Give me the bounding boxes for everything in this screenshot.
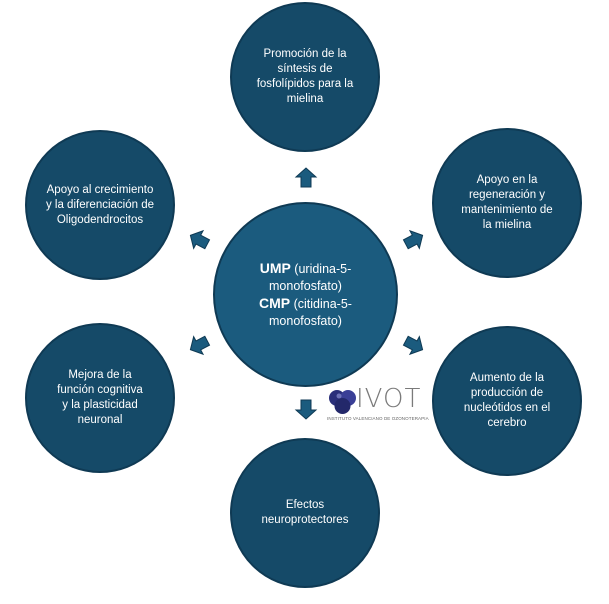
center-line-3: CMP (citidina-5- bbox=[245, 295, 366, 313]
ivot-logo-subtitle: INSTITUTO VALENCIANO DE OZONOTERAPIA bbox=[327, 416, 429, 421]
node-bottom: Efectos neuroprotectores bbox=[230, 438, 380, 588]
center-ump-rest: (uridina-5- bbox=[290, 261, 352, 276]
center-ump: UMP bbox=[259, 259, 291, 276]
node-bottom-right-label: Aumento de la producción de nucleótidos … bbox=[463, 372, 551, 429]
node-center-text: UMP (uridina-5- monofosfato) CMP (citidi… bbox=[231, 260, 380, 330]
center-line-2: monofosfato) bbox=[269, 278, 342, 293]
center-cmp: CMP bbox=[259, 294, 291, 311]
arrow-up bbox=[295, 167, 317, 188]
node-top-right: Apoyo en la regeneración y mantenimiento… bbox=[432, 128, 582, 278]
node-bottom-left: Mejora de la función cognitiva y la plas… bbox=[25, 323, 175, 473]
center-line-1: UMP (uridina-5- bbox=[245, 260, 366, 278]
node-bottom-left-label: Mejora de la función cognitiva y la plas… bbox=[57, 369, 143, 426]
node-top-left: Apoyo al crecimiento y la diferenciación… bbox=[25, 130, 175, 280]
center-line-4: monofosfato) bbox=[269, 313, 342, 328]
ivot-logo-mark bbox=[329, 390, 356, 414]
node-top: Promoción de la síntesis de fosfolípidos… bbox=[230, 2, 380, 152]
node-top-label: Promoción de la síntesis de fosfolípidos… bbox=[256, 48, 354, 105]
node-center: UMP (uridina-5- monofosfato) CMP (citidi… bbox=[213, 202, 398, 387]
node-top-left-label: Apoyo al crecimiento y la diferenciación… bbox=[45, 183, 155, 226]
center-cmp-rest: (citidina-5- bbox=[290, 296, 352, 311]
node-top-right-label: Apoyo en la regeneración y mantenimiento… bbox=[461, 174, 553, 231]
arrow-down bbox=[295, 399, 317, 420]
arrow-down-right bbox=[400, 331, 428, 359]
ivot-logo-text: IVOT bbox=[356, 384, 422, 414]
node-bottom-label: Efectos neuroprotectores bbox=[261, 499, 349, 526]
arrow-up-right bbox=[400, 226, 428, 254]
arrow-up-left bbox=[185, 226, 213, 254]
arrow-down-left bbox=[185, 331, 213, 359]
node-bottom-right: Aumento de la producción de nucleótidos … bbox=[432, 326, 582, 476]
